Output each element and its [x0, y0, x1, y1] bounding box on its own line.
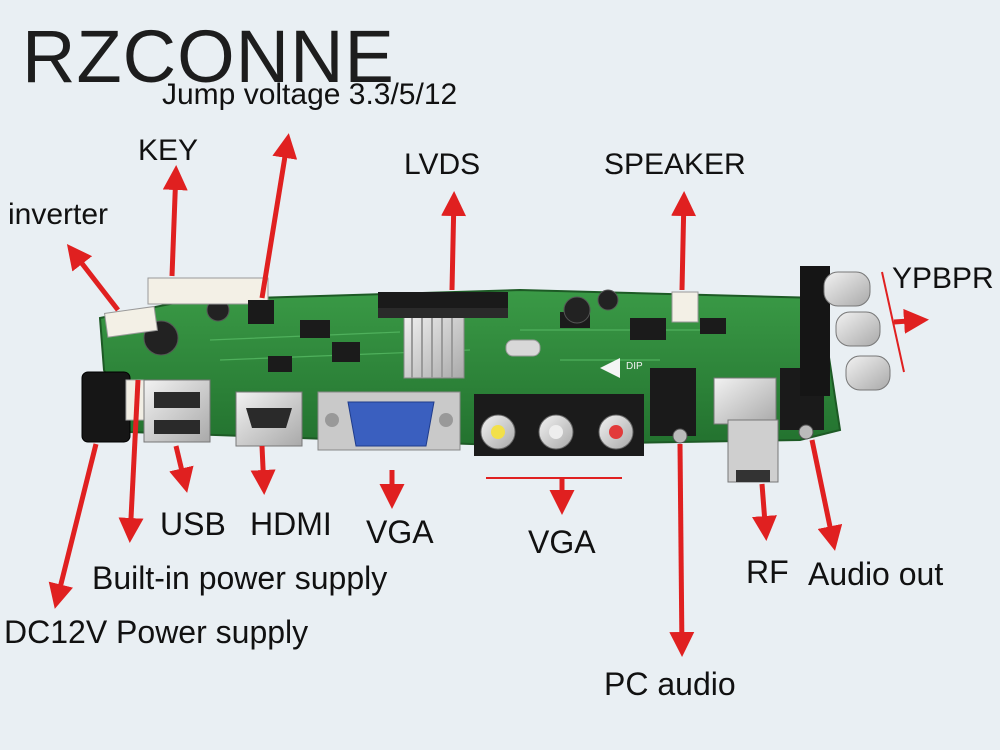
label-pc-audio: PC audio [604, 666, 736, 702]
lvds-header [378, 292, 508, 318]
crystal [505, 339, 541, 357]
label-vga-rca: VGA [528, 524, 596, 560]
rca-triple [474, 394, 644, 456]
label-speaker: SPEAKER [604, 148, 746, 181]
arrow-audio-out [809, 439, 843, 551]
label-audio-out: Audio out [808, 556, 944, 592]
label-ypbpr: YPBPR [892, 262, 994, 295]
capacitor [597, 289, 619, 311]
chip [700, 318, 726, 334]
board-dip-text: DIP [626, 361, 643, 372]
arrow-dc12v [48, 443, 99, 609]
dip-arrow-icon [600, 358, 620, 378]
arrow-key [162, 165, 188, 277]
brand-watermark: RZCONNE [22, 15, 395, 98]
label-dc12v: DC12V Power supply [4, 614, 309, 650]
arrow-lvds [441, 191, 467, 291]
chip [332, 342, 360, 362]
arrow-rf [752, 483, 777, 541]
key-header [147, 277, 269, 305]
label-hdmi: HDMI [250, 506, 332, 542]
arrow-speaker [671, 191, 697, 291]
speaker-header [671, 291, 699, 323]
arrow-pc-audio [669, 443, 695, 657]
label-vga-port: VGA [366, 514, 434, 550]
label-lvds: LVDS [404, 148, 481, 181]
dc-jack [81, 371, 131, 443]
capacitor [563, 296, 591, 324]
bracket-ypbpr [881, 271, 905, 373]
label-jump-voltage: Jump voltage 3.3/5/12 [162, 78, 458, 111]
heatsink [403, 311, 465, 379]
pc-audio-jack [650, 368, 696, 436]
label-usb: USB [160, 506, 226, 542]
connectors [81, 266, 891, 483]
arrow-builtin-power [118, 379, 144, 543]
rf-connector [713, 377, 779, 483]
chip [268, 356, 292, 372]
label-key: KEY [138, 134, 199, 167]
inverter-header [103, 305, 158, 338]
arrow-hdmi [250, 445, 276, 495]
label-builtin-power: Built-in power supply [92, 560, 388, 596]
chip [630, 318, 666, 340]
arrow-jump-voltage [259, 133, 298, 299]
ypbpr-connectors [800, 266, 891, 396]
arrow-usb [169, 445, 194, 493]
label-inverter: inverter [8, 198, 109, 231]
chip [300, 320, 330, 338]
arrow-ypbpr [893, 308, 929, 334]
vga-port [317, 391, 461, 451]
pointer-arrows [48, 133, 929, 657]
label-rf: RF [746, 554, 789, 590]
usb-port [143, 379, 211, 443]
hdmi-port [235, 391, 303, 447]
jumper-header [248, 300, 274, 324]
arrow-inverter [66, 244, 120, 312]
